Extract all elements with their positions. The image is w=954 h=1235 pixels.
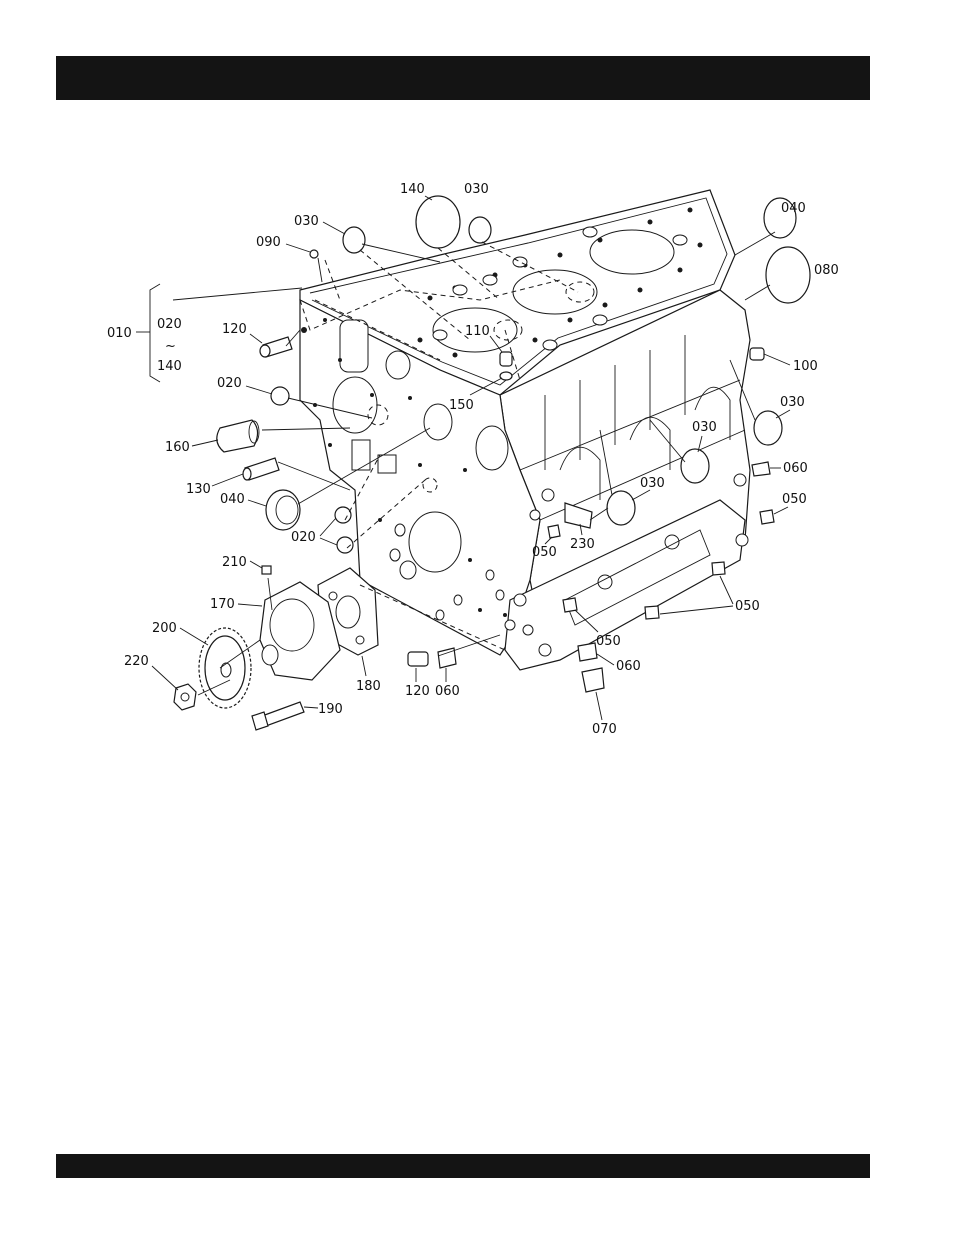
callout-030-top: 030: [464, 182, 489, 197]
callout-140-range-end: 140: [157, 359, 182, 374]
part-140-plug: [416, 196, 460, 248]
callout-210: 210: [222, 555, 247, 570]
callout-070: 070: [592, 722, 617, 737]
callout-100: 100: [793, 359, 818, 374]
callout-230: 230: [570, 537, 595, 552]
part-110-sleeve: [500, 352, 512, 366]
part-030-seal-b: [681, 449, 709, 483]
part-050-bolt-e: [563, 598, 577, 612]
callout-030-left: 030: [294, 214, 319, 229]
callout-160: 160: [165, 440, 190, 455]
part-060-plug-lower: [578, 643, 597, 661]
callout-060-right: 060: [783, 461, 808, 476]
part-080-plug: [766, 247, 810, 303]
callout-220: 220: [124, 654, 149, 669]
part-200-gear: [199, 628, 251, 708]
callout-050-right: 050: [782, 492, 807, 507]
part-050-bolt-c: [712, 562, 725, 575]
callout-020-range-start: 020: [157, 317, 182, 332]
callout-090: 090: [256, 235, 281, 250]
part-050-bolt-a: [760, 510, 774, 524]
callout-050-lower-right: 050: [735, 599, 760, 614]
callout-060-lower: 060: [616, 659, 641, 674]
part-030-plug-left: [343, 227, 365, 253]
callout-150: 150: [449, 398, 474, 413]
callout-range-mark: ~: [165, 339, 176, 354]
part-060-plug-right: [752, 462, 770, 476]
part-070-drain-plug: [582, 668, 604, 692]
callout-140: 140: [400, 182, 425, 197]
callout-020-lower: 020: [291, 530, 316, 545]
callout-130: 130: [186, 482, 211, 497]
callout-030-right-c: 030: [640, 476, 665, 491]
callout-020-mid: 020: [217, 376, 242, 391]
part-020-plug-upper: [271, 387, 289, 405]
callout-110: 110: [465, 324, 490, 339]
callout-200: 200: [152, 621, 177, 636]
callout-120-top: 120: [222, 322, 247, 337]
part-150-oring: [500, 372, 512, 380]
part-020-plug-lower-a: [335, 507, 351, 523]
callout-080: 080: [814, 263, 839, 278]
callout-050-lower: 050: [596, 634, 621, 649]
part-160-bushing: [217, 420, 258, 452]
part-050-bolt-b: [548, 525, 560, 538]
callout-030-right-b: 030: [692, 420, 717, 435]
callout-190: 190: [318, 702, 343, 717]
part-100-dowel: [750, 348, 764, 360]
callout-180: 180: [356, 679, 381, 694]
callout-050-left: 050: [532, 545, 557, 560]
part-210-key: [262, 566, 271, 574]
callout-030-right-a: 030: [780, 395, 805, 410]
callout-010: 010: [107, 326, 132, 341]
callout-120-lower: 120: [405, 684, 430, 699]
part-040-oil-seal: [266, 490, 300, 530]
part-030-seal-a: [754, 411, 782, 445]
part-090-pin: [310, 250, 318, 258]
callout-040-left: 040: [220, 492, 245, 507]
part-120-pin-lower: [408, 652, 428, 666]
part-030-plug-top: [469, 217, 491, 243]
part-050-bolt-d: [645, 606, 659, 619]
callout-060-bottom: 060: [435, 684, 460, 699]
part-030-seal-c: [607, 491, 635, 525]
callout-040-right: 040: [781, 201, 806, 216]
callout-170: 170: [210, 597, 235, 612]
part-190-bolt: [262, 702, 304, 726]
